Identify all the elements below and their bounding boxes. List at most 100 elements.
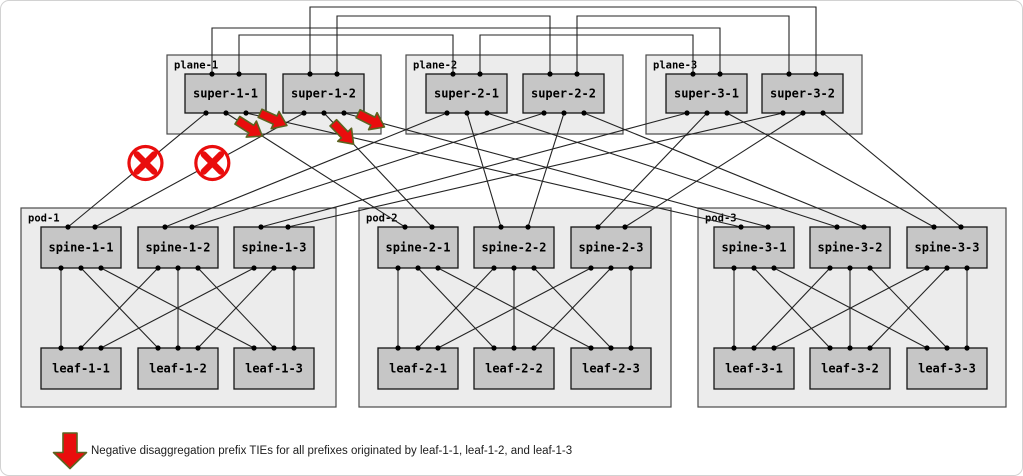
port-dot bbox=[867, 345, 873, 351]
port-dot bbox=[751, 345, 757, 351]
port-dot bbox=[203, 110, 209, 116]
ring-link-super-3-2--super-1-2 bbox=[309, 6, 817, 74]
link-super-2-1--spine-1-2 bbox=[164, 112, 448, 228]
link-super-2-1--spine-3-2 bbox=[486, 112, 838, 228]
node-leaf-2-1 bbox=[377, 347, 459, 390]
port-dot bbox=[731, 265, 737, 271]
port-dot bbox=[684, 110, 690, 116]
port-dot bbox=[861, 224, 867, 230]
link-super-3-1--spine-3-3 bbox=[726, 112, 935, 228]
port-dot bbox=[195, 265, 201, 271]
port-dot bbox=[561, 110, 567, 116]
legend-red-down-arrow-icon bbox=[52, 432, 88, 470]
port-dot bbox=[574, 71, 580, 77]
node-label-spine-2-2: spine-2-2 bbox=[481, 241, 546, 255]
port-dot bbox=[498, 224, 504, 230]
node-label-leaf-2-2: leaf-2-2 bbox=[485, 362, 543, 376]
node-label-spine-1-3: spine-1-3 bbox=[241, 241, 306, 255]
port-dot bbox=[223, 110, 229, 116]
port-dot bbox=[435, 265, 441, 271]
port-dot bbox=[78, 265, 84, 271]
port-dot bbox=[511, 345, 517, 351]
node-label-super-2-2: super-2-2 bbox=[531, 87, 596, 101]
node-label-spine-3-3: spine-3-3 bbox=[914, 241, 979, 255]
port-dot bbox=[847, 265, 853, 271]
port-dot bbox=[541, 110, 547, 116]
port-dot bbox=[786, 71, 792, 77]
port-dot bbox=[827, 345, 833, 351]
link-super-3-2--spine-3-3 bbox=[822, 112, 962, 228]
node-label-leaf-1-2: leaf-1-2 bbox=[149, 362, 207, 376]
node-label-super-1-1: super-1-1 bbox=[193, 87, 258, 101]
failed-link-x-icon bbox=[194, 144, 231, 182]
port-dot bbox=[595, 224, 601, 230]
node-label-leaf-3-1: leaf-3-1 bbox=[725, 362, 783, 376]
port-dot bbox=[307, 71, 313, 77]
port-dot bbox=[491, 345, 497, 351]
node-label-leaf-1-3: leaf-1-3 bbox=[245, 362, 303, 376]
port-dot bbox=[484, 110, 490, 116]
port-dot bbox=[291, 345, 297, 351]
port-dot bbox=[924, 265, 930, 271]
port-dot bbox=[429, 224, 435, 230]
port-dot bbox=[155, 265, 161, 271]
x-arm bbox=[200, 151, 225, 175]
ring-link-super-1-1--super-2-1 bbox=[238, 34, 454, 74]
container-label-pod-2: pod-2 bbox=[366, 213, 398, 225]
ring-link-super-2-1--super-3-1 bbox=[479, 34, 694, 74]
node-label-spine-1-2: spine-1-2 bbox=[145, 241, 210, 255]
port-dot bbox=[964, 345, 970, 351]
link-super-1-1--spine-3-1 bbox=[245, 112, 742, 228]
port-dot bbox=[271, 265, 277, 271]
link-super-3-2--spine-1-3 bbox=[287, 112, 784, 228]
negative-tie-arrow-icon bbox=[234, 115, 264, 138]
port-dot bbox=[608, 265, 614, 271]
port-dot bbox=[251, 265, 257, 271]
port-dot bbox=[195, 345, 201, 351]
node-label-super-3-2: super-3-2 bbox=[770, 87, 835, 101]
port-dot bbox=[175, 345, 181, 351]
node-super-2-2 bbox=[522, 73, 605, 114]
link-spine-1-3--leaf-1-2 bbox=[197, 267, 275, 349]
port-dot bbox=[588, 265, 594, 271]
port-dot bbox=[944, 345, 950, 351]
port-dot bbox=[628, 345, 634, 351]
port-dot bbox=[608, 345, 614, 351]
link-super-2-2--spine-1-2 bbox=[191, 112, 545, 228]
port-dot bbox=[209, 71, 215, 77]
node-label-leaf-3-3: leaf-3-3 bbox=[918, 362, 976, 376]
port-dot bbox=[690, 71, 696, 77]
port-dot bbox=[395, 265, 401, 271]
node-label-spine-1-1: spine-1-1 bbox=[48, 241, 113, 255]
port-dot bbox=[924, 345, 930, 351]
node-leaf-3-2 bbox=[809, 347, 891, 390]
port-dot bbox=[78, 345, 84, 351]
port-dot bbox=[800, 110, 806, 116]
port-dot bbox=[395, 345, 401, 351]
failed-link-x-icon bbox=[127, 144, 164, 182]
link-spine-2-2--leaf-2-1 bbox=[417, 267, 495, 349]
port-dot bbox=[931, 224, 937, 230]
port-dot bbox=[155, 345, 161, 351]
port-dot bbox=[415, 345, 421, 351]
link-spine-1-2--leaf-1-1 bbox=[80, 267, 159, 349]
port-dot bbox=[415, 265, 421, 271]
node-label-super-3-1: super-3-1 bbox=[674, 87, 739, 101]
negative-tie-arrow-icon bbox=[355, 108, 386, 131]
port-dot bbox=[731, 345, 737, 351]
port-dot bbox=[271, 345, 277, 351]
legend: Negative disaggregation prefix TIEs for … bbox=[52, 432, 572, 470]
port-dot bbox=[717, 71, 723, 77]
port-dot bbox=[175, 265, 181, 271]
port-dot bbox=[628, 265, 634, 271]
port-dot bbox=[477, 71, 483, 77]
port-dot bbox=[162, 224, 168, 230]
link-spine-3-2--leaf-3-1 bbox=[753, 267, 831, 349]
port-dot bbox=[751, 265, 757, 271]
container-label-pod-1: pod-1 bbox=[28, 213, 60, 225]
port-dot bbox=[622, 224, 628, 230]
port-dot bbox=[820, 110, 826, 116]
link-super-1-2--spine-3-1 bbox=[343, 112, 769, 228]
ring-link-super-1-2--super-2-2 bbox=[336, 15, 551, 74]
